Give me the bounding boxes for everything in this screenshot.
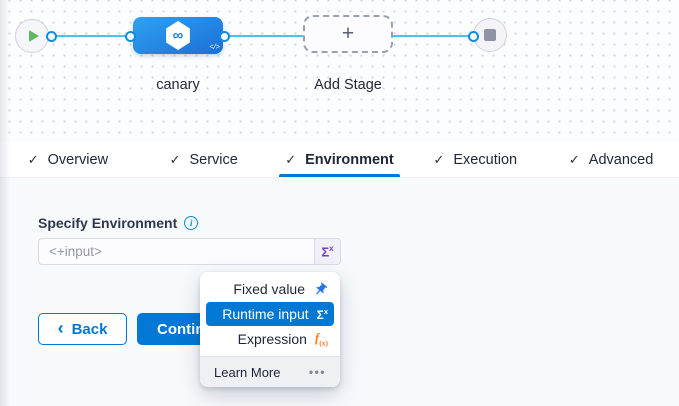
menu-item-label: Fixed value	[233, 281, 305, 297]
environment-panel: Specify Environment i Σx ‹ Back Continue…	[0, 178, 679, 406]
infinity-glyph: ∞	[172, 26, 184, 44]
tab-label: Service	[189, 151, 238, 168]
input-type-dropdown: Fixed value Runtime input Σx Expression …	[200, 272, 340, 387]
plus-icon: +	[341, 21, 355, 45]
check-icon: ✓	[285, 151, 297, 167]
environment-input-group: Σx	[38, 238, 341, 265]
info-icon[interactable]: i	[184, 216, 199, 230]
tab-label: Overview	[47, 151, 109, 168]
stage-node-canary[interactable]: ∞ </>	[133, 17, 223, 54]
chevron-left-icon: ‹	[57, 318, 64, 338]
pipeline-start-node[interactable]	[15, 19, 49, 53]
specify-environment-label: Specify Environment	[38, 215, 178, 231]
tab-execution[interactable]: ✓ Execution	[407, 142, 543, 177]
pin-icon	[316, 282, 328, 294]
expression-fx-icon: f(x)	[314, 329, 328, 348]
check-icon: ✓	[433, 151, 445, 167]
play-icon	[28, 30, 39, 42]
menu-item-runtime-input[interactable]: Runtime input Σx	[206, 302, 334, 326]
environment-input[interactable]	[38, 238, 314, 265]
input-type-menu: Fixed value Runtime input Σx Expression …	[200, 272, 340, 356]
check-icon: ✓	[568, 151, 580, 167]
connector-port[interactable]	[45, 30, 57, 42]
stage-name-label: canary	[156, 77, 200, 93]
learn-more-link[interactable]: Learn More	[214, 364, 281, 380]
runtime-sigma-icon: Σx	[316, 306, 328, 322]
stage-tabbar: ✓ Overview ✓ Service ✓ Environment ✓ Exe…	[0, 142, 679, 178]
menu-item-fixed-value[interactable]: Fixed value	[200, 277, 340, 301]
tab-label: Execution	[453, 151, 518, 168]
tab-environment[interactable]: ✓ Environment	[272, 142, 408, 177]
menu-item-expression[interactable]: Expression f(x)	[200, 327, 340, 351]
dropdown-footer: Learn More •••	[200, 356, 340, 387]
add-stage-label: Add Stage	[314, 77, 382, 93]
tab-advanced[interactable]: ✓ Advanced	[543, 142, 679, 177]
runtime-sigma-icon: Σx	[321, 243, 334, 260]
tab-label: Environment	[305, 151, 394, 168]
code-icon[interactable]: </>	[209, 44, 220, 52]
stop-icon	[484, 29, 496, 41]
tab-overview[interactable]: ✓ Overview	[0, 142, 136, 177]
pipeline-connector	[224, 34, 305, 37]
pipeline-canvas: ∞ </> + canary Add Stage	[0, 0, 679, 142]
back-button[interactable]: ‹ Back	[38, 313, 127, 345]
add-stage-button[interactable]: +	[303, 15, 393, 53]
check-icon: ✓	[27, 151, 39, 167]
tab-service[interactable]: ✓ Service	[136, 142, 272, 177]
menu-item-label: Expression	[237, 331, 307, 347]
back-button-label: Back	[71, 320, 108, 338]
pipeline-connector	[51, 34, 130, 37]
deploy-hexagon-icon: ∞	[166, 21, 190, 50]
check-icon: ✓	[169, 151, 181, 167]
connector-port[interactable]	[218, 30, 230, 42]
pipeline-connector	[392, 34, 473, 37]
menu-item-label: Runtime input	[222, 306, 309, 322]
connector-port[interactable]	[124, 30, 136, 42]
specify-environment-row: Specify Environment i	[38, 215, 199, 231]
connector-port[interactable]	[467, 30, 479, 42]
more-options-icon[interactable]: •••	[308, 365, 326, 379]
tab-label: Advanced	[588, 151, 654, 168]
input-type-selector-button[interactable]: Σx	[314, 238, 341, 265]
